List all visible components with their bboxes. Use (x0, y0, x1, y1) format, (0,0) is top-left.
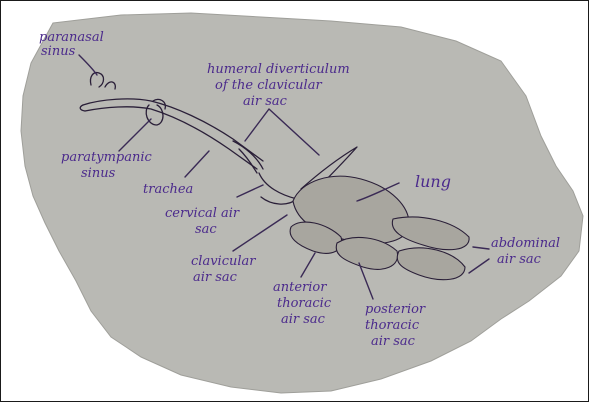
label-clavicular-line1: clavicular (191, 254, 256, 269)
label-lung: lung (415, 172, 451, 191)
label-anterior-line1: anterior (273, 280, 327, 295)
label-humeral-line1: humeral diverticulum (207, 62, 350, 77)
label-paratympanic-line2: sinus (81, 166, 116, 181)
label-anterior-line2: thoracic (277, 296, 332, 311)
label-anterior-line3: air sac (281, 312, 326, 327)
label-posterior-line1: posterior (365, 302, 426, 317)
label-humeral-line2: of the clavicular (215, 78, 322, 93)
label-paranasal-line2: sinus (41, 44, 76, 59)
label-posterior-line3: air sac (371, 334, 416, 349)
label-abdominal-line1: abdominal (491, 236, 560, 251)
label-paratympanic-line1: paratympanic (61, 150, 153, 165)
label-clavicular-line2: air sac (193, 270, 238, 285)
label-cervical-line1: cervical air (165, 206, 240, 221)
label-posterior-line2: thoracic (365, 318, 420, 333)
label-trachea: trachea (143, 182, 193, 197)
label-paranasal-line1: paranasal (39, 30, 104, 45)
label-cervical-line2: sac (195, 222, 217, 237)
label-humeral-line3: air sac (243, 94, 288, 109)
label-abdominal-line2: air sac (497, 252, 542, 267)
